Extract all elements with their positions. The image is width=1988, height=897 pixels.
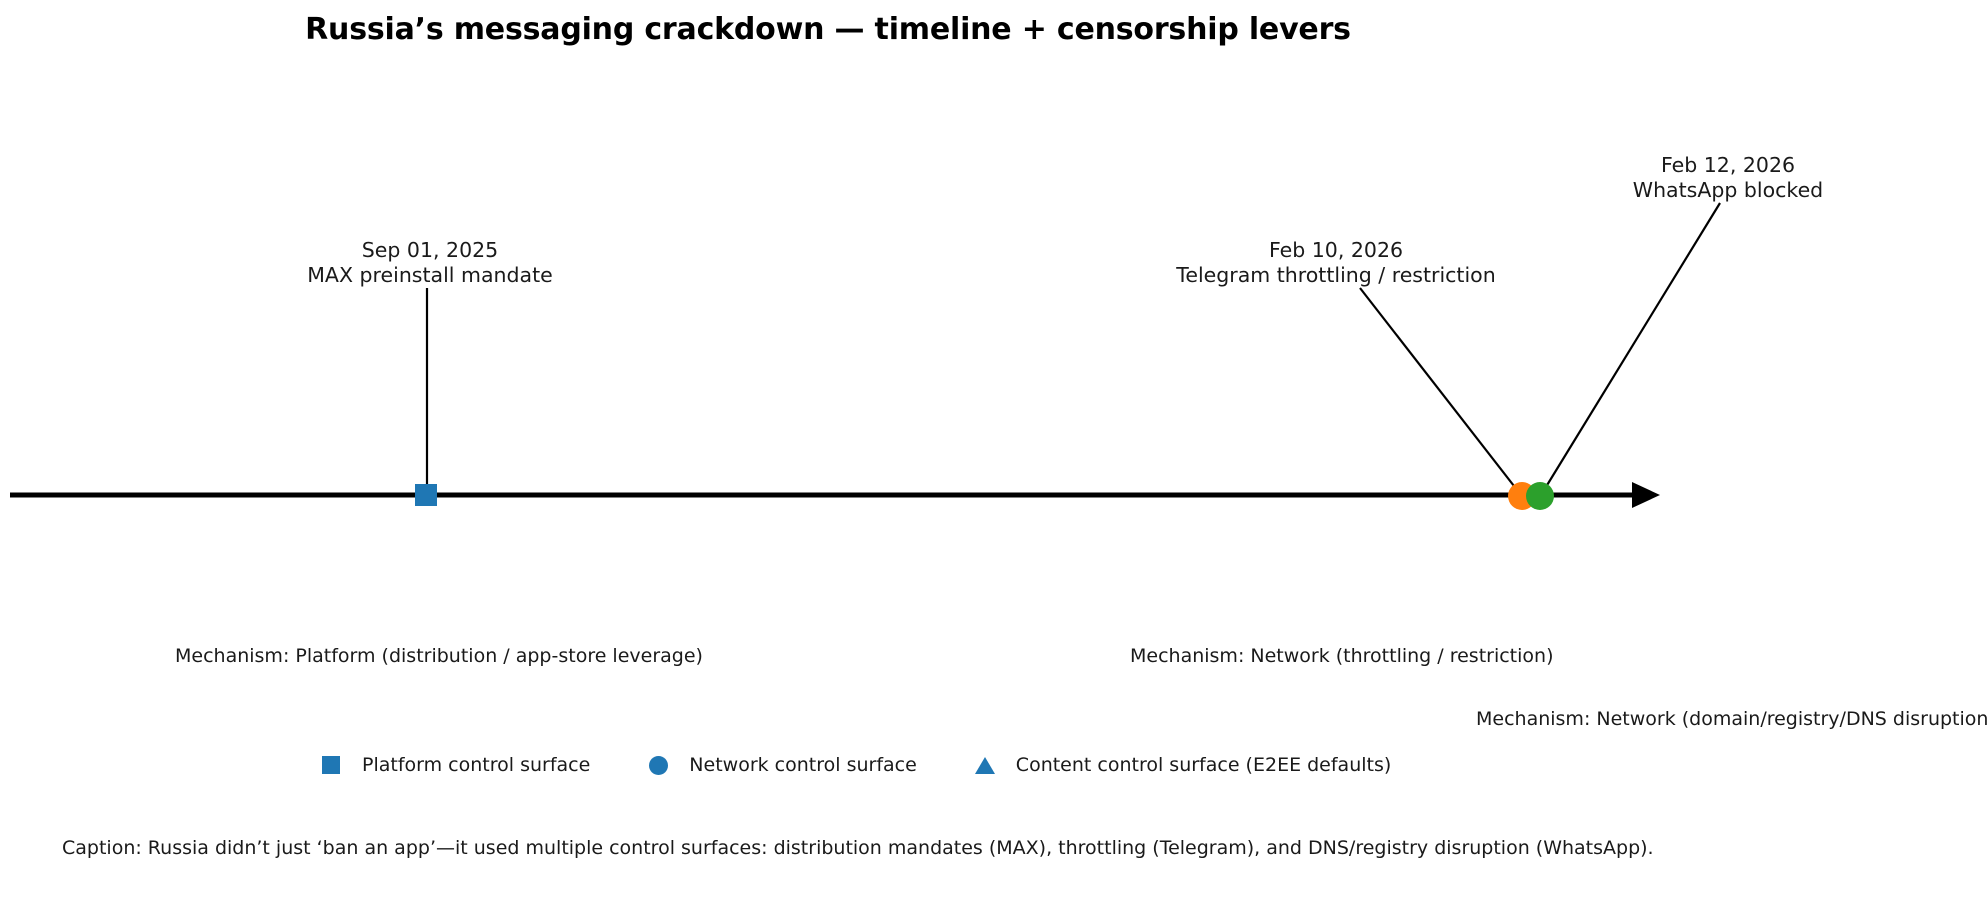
triangle-marker-icon	[972, 752, 998, 778]
mechanism-note-throttling: Mechanism: Network (throttling / restric…	[1130, 645, 1554, 667]
event-annotation-telegram-event: Telegram throttling / restriction	[1176, 262, 1496, 287]
event-marker-max[interactable]	[415, 484, 437, 506]
event-annotation-telegram-date: Feb 10, 2026	[1268, 238, 1404, 262]
circle-marker-icon	[645, 752, 671, 778]
event-marker-whatsapp[interactable]	[1526, 482, 1554, 510]
legend: Platform control surface Network control…	[318, 752, 1391, 778]
event-annotation-whatsapp-event: WhatsApp blocked	[1632, 177, 1824, 202]
legend-label-platform: Platform control surface	[362, 754, 591, 776]
legend-item-platform[interactable]: Platform control surface	[318, 752, 590, 778]
legend-item-network[interactable]: Network control surface	[645, 752, 917, 778]
legend-label-network: Network control surface	[689, 754, 917, 776]
event-annotation-whatsapp: Feb 12, 2026 WhatsApp blocked	[1633, 153, 1823, 202]
event-annotation-whatsapp-date: Feb 12, 2026	[1660, 153, 1796, 177]
timeline-axis	[10, 482, 1660, 508]
mechanism-note-dns: Mechanism: Network (domain/registry/DNS …	[1476, 708, 1988, 730]
event-annotation-max: Sep 01, 2025 MAX preinstall mandate	[307, 238, 553, 287]
connector-line-whatsapp	[1540, 202, 1721, 496]
mechanism-note-platform: Mechanism: Platform (distribution / app-…	[175, 645, 703, 667]
figure-caption: Caption: Russia didn’t just ‘ban an app’…	[62, 837, 1654, 859]
event-annotation-max-date: Sep 01, 2025	[361, 238, 499, 262]
legend-label-content: Content control surface (E2EE defaults)	[1015, 754, 1392, 776]
square-marker-icon	[318, 752, 344, 778]
page-title: Russia’s messaging crackdown — timeline …	[305, 12, 1351, 47]
event-annotation-max-event: MAX preinstall mandate	[307, 262, 553, 287]
connector-line-telegram	[1359, 287, 1522, 496]
event-annotation-telegram: Feb 10, 2026 Telegram throttling / restr…	[1176, 238, 1495, 287]
legend-item-content[interactable]: Content control surface (E2EE defaults)	[972, 752, 1391, 778]
timeline-axis-arrowhead	[1632, 482, 1660, 508]
